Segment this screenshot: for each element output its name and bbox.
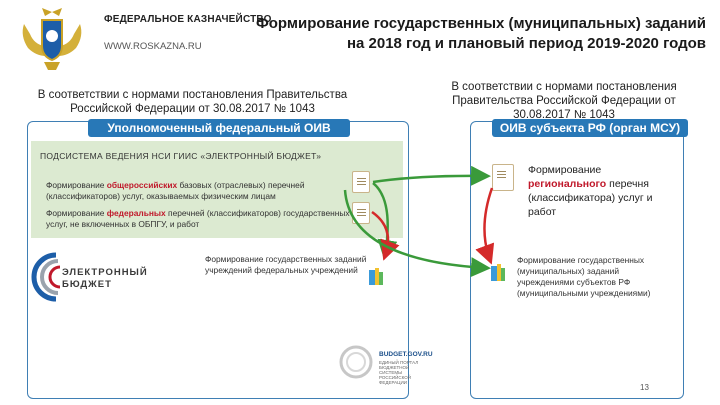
reg-suffix: перечня (классификатора) услуг и работ xyxy=(528,178,653,218)
regional-task-text: Формирование государственных (муниципаль… xyxy=(517,255,651,298)
electronic-budget-logo-text: ЭЛЕКТРОННЫЙ БЮДЖЕТ xyxy=(62,267,148,291)
regional-list-text: Формирование регионального перечня (клас… xyxy=(528,163,678,219)
portal-subtitle: ЕДИНЫЙ ПОРТАЛ БЮДЖЕТНОЙ СИСТЕМЫ РОССИЙСК… xyxy=(379,360,419,385)
page-title: Формирование государственных (муниципаль… xyxy=(236,14,706,54)
item2-highlight: федеральных xyxy=(106,208,166,218)
list-item-federal: Формирование федеральных перечней (класс… xyxy=(46,208,356,230)
document-icon xyxy=(492,164,514,191)
treasury-emblem-icon xyxy=(22,8,82,70)
item2-suffix: перечней (классификаторов) государственн… xyxy=(46,208,350,229)
budget-portal-logo-icon[interactable] xyxy=(336,345,431,379)
document-icon xyxy=(352,202,370,224)
basis-text-right: В соответствии с нормами постановления П… xyxy=(451,81,677,121)
item1-highlight: общероссийских xyxy=(106,180,178,190)
page-number: 13 xyxy=(640,383,649,392)
panel-title: ПОДСИСТЕМА ВЕДЕНИЯ НСИ ГИИС «ЭЛЕКТРОННЫЙ… xyxy=(40,151,322,161)
page-title-line1: Формирование государственных (муниципаль… xyxy=(255,15,706,32)
reg-highlight: регионального xyxy=(528,178,607,190)
portal-url[interactable]: BUDGET.GOV.RU xyxy=(379,351,433,358)
org-name: ФЕДЕРАЛЬНОЕ КАЗНАЧЕЙСТВО xyxy=(104,14,272,25)
page-title-line2: на 2018 год и плановый период 2019-2020 … xyxy=(346,35,706,52)
electronic-budget-logo-icon xyxy=(31,252,61,302)
database-cube-icon xyxy=(369,268,383,285)
federal-task-text: Формирование государственных заданий учр… xyxy=(205,254,367,275)
basis-text-left: В соответствии с нормами постановления П… xyxy=(37,89,348,115)
eb-line2: БЮДЖЕТ xyxy=(62,279,112,290)
nsi-subsystem-panel xyxy=(31,141,403,238)
item1-prefix: Формирование xyxy=(46,180,107,190)
eb-line1: ЭЛЕКТРОННЫЙ xyxy=(62,267,148,278)
database-cube-icon xyxy=(491,264,505,281)
federal-ribbon: Уполномоченный федеральный ОИВ xyxy=(88,119,350,137)
document-icon xyxy=(352,171,370,193)
reg-prefix: Формирование xyxy=(528,164,602,176)
org-url[interactable]: WWW.ROSKAZNA.RU xyxy=(104,41,202,52)
item2-prefix: Формирование xyxy=(46,208,107,218)
regional-ribbon: ОИВ субъекта РФ (орган МСУ) xyxy=(492,119,688,137)
item1-suffix: базовых (отраслевых) перечней (классифик… xyxy=(46,180,305,201)
list-item-all-russian: Формирование общероссийских базовых (отр… xyxy=(46,180,356,202)
